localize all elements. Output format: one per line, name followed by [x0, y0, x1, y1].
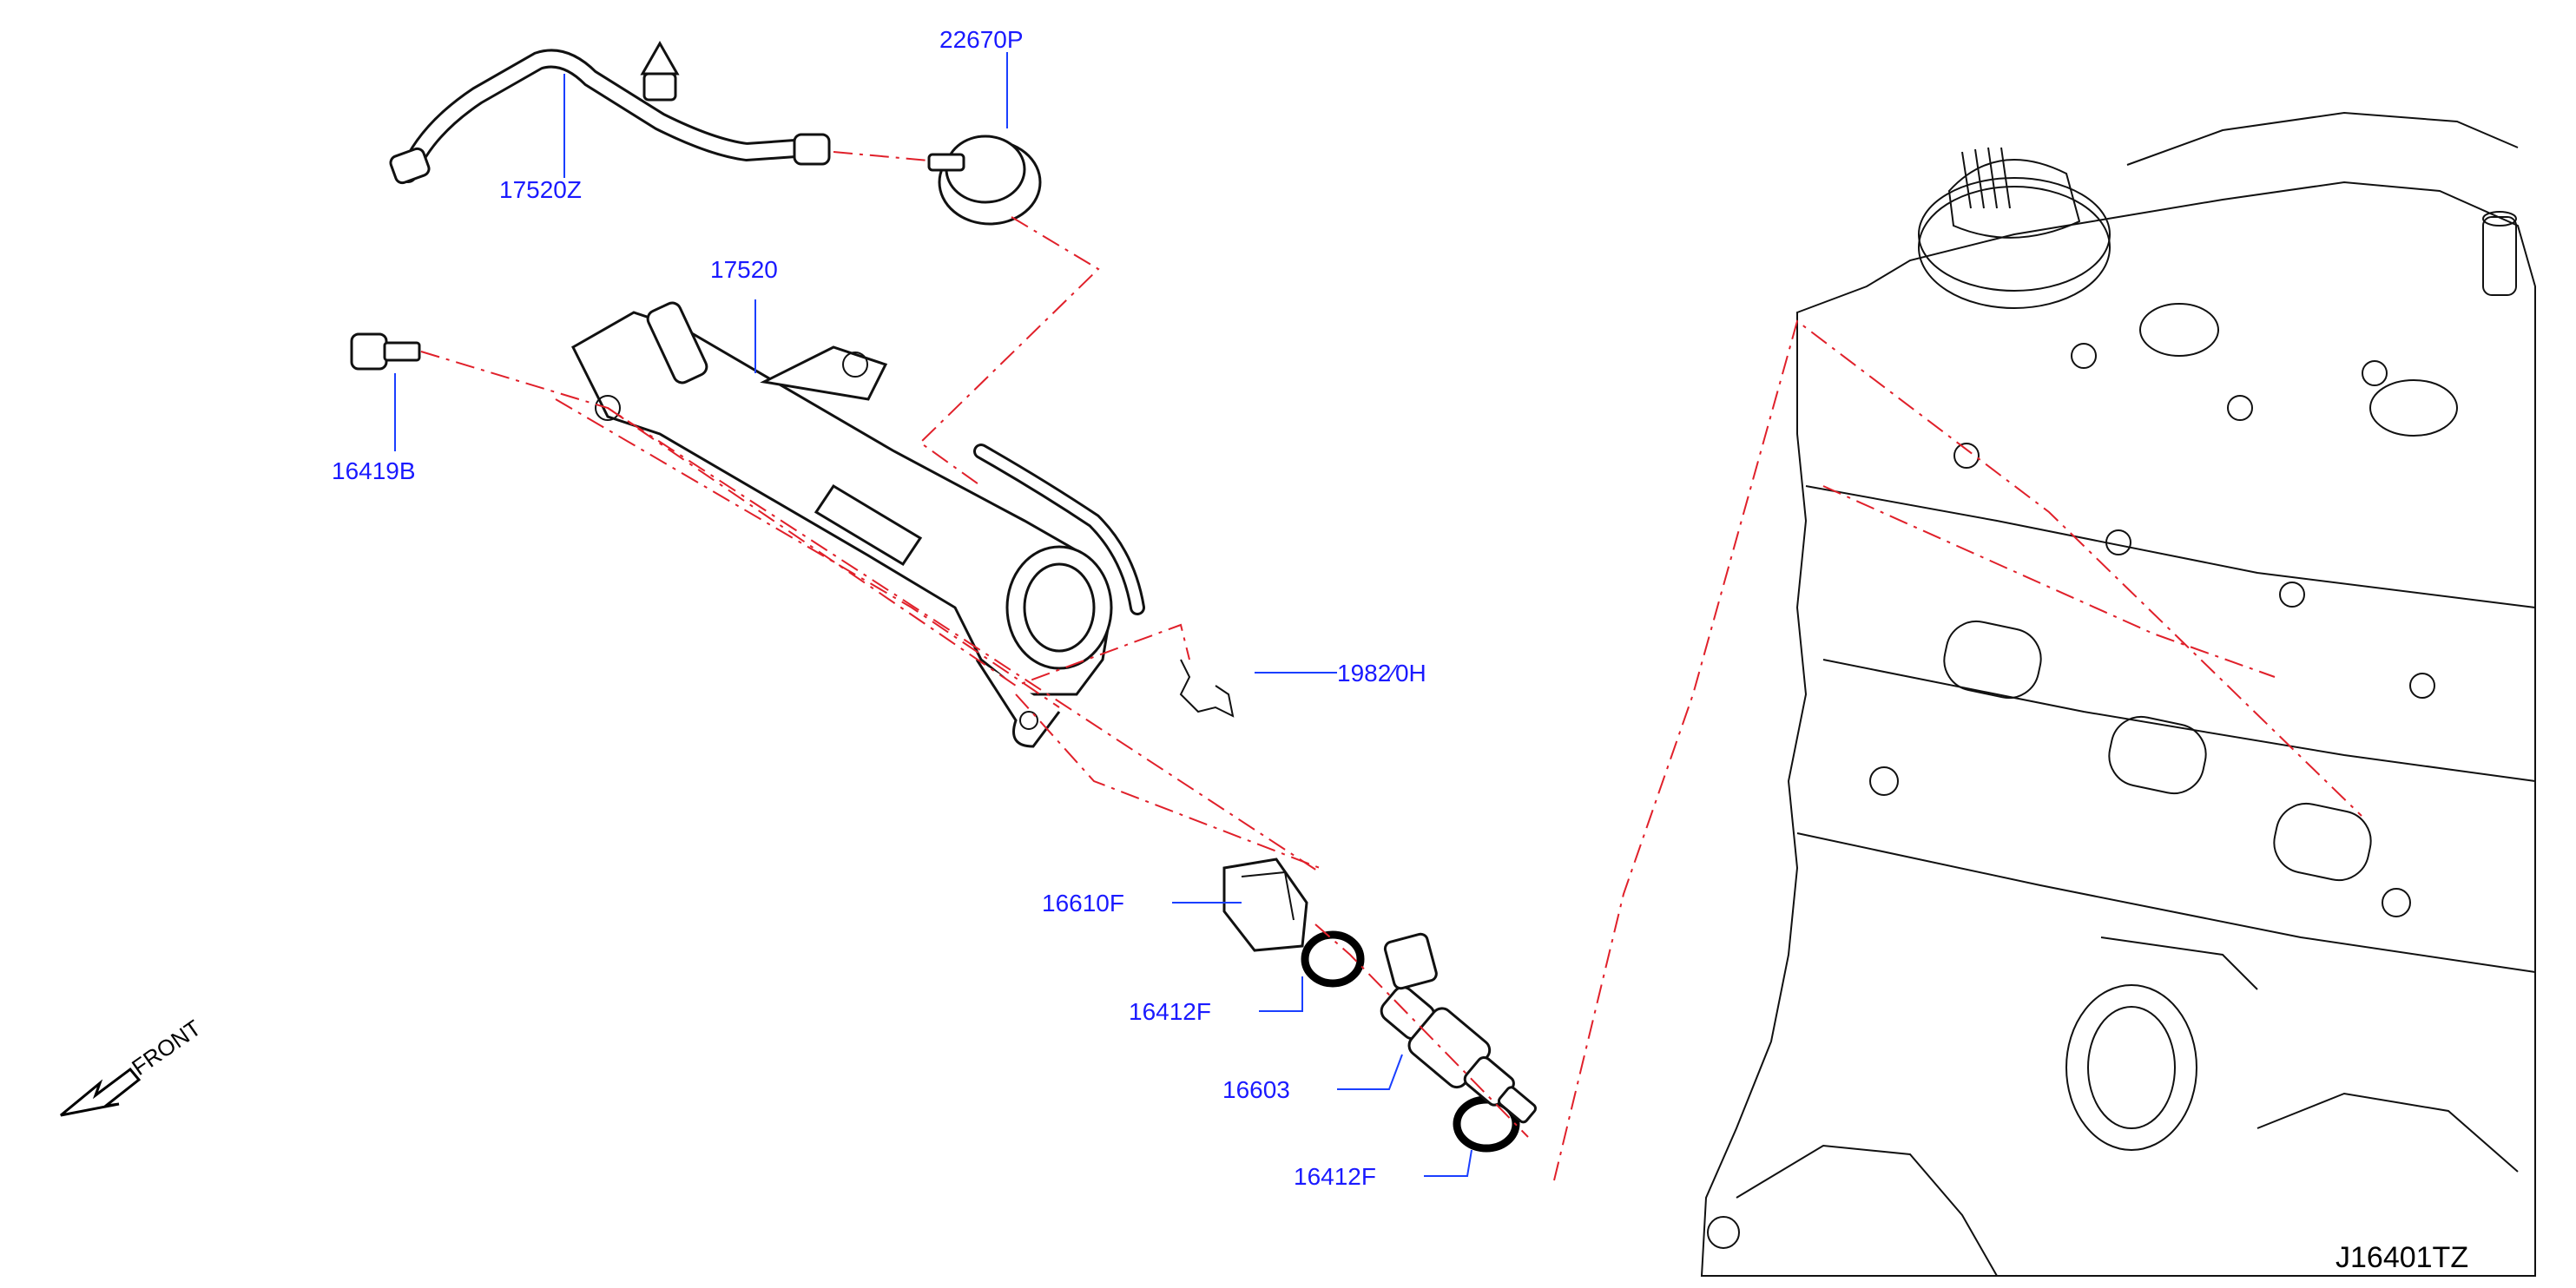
- hose-17520z: [389, 40, 831, 185]
- front-arrow: FRONT: [60, 1015, 206, 1117]
- injector-16603: [1380, 932, 1537, 1124]
- callout-labels: 22670P 17520Z 17520 16419B 1982⁄0H 16610…: [332, 26, 1426, 1190]
- clip-16610f: [1222, 858, 1308, 952]
- callout-16603: 16603: [1222, 1076, 1290, 1103]
- bolt-16419b: [350, 332, 421, 371]
- diagram-id: J16401TZ: [2336, 1241, 2468, 1274]
- callout-16412f-lower: 16412F: [1294, 1163, 1376, 1190]
- assembly-lines: [420, 151, 2362, 1181]
- front-label: FRONT: [127, 1015, 206, 1081]
- pcv-valve-22670p: [927, 135, 1042, 226]
- callout-16412f-upper: 16412F: [1129, 998, 1211, 1025]
- callout-16610f: 16610F: [1042, 890, 1124, 917]
- leader-lines: [394, 52, 1472, 1177]
- o-ring-16412f-upper: [1301, 930, 1365, 988]
- callout-16419b: 16419B: [332, 457, 416, 484]
- callout-22670p: 22670P: [939, 26, 1024, 53]
- callout-17520z: 17520Z: [499, 176, 582, 203]
- callout-1982xh: 1982⁄0H: [1337, 660, 1426, 687]
- clip-part: [1179, 659, 1235, 718]
- fuel-rail-17520: [571, 301, 1145, 748]
- callout-17520: 17520: [710, 256, 778, 283]
- engine-block: [1700, 111, 2536, 1277]
